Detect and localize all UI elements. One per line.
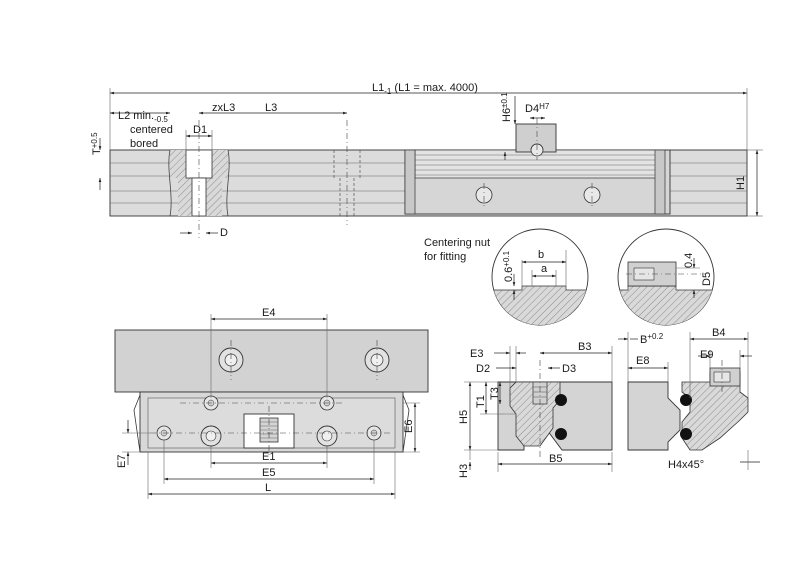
dim-B5-label: B5 bbox=[549, 453, 562, 465]
dim-E9-label: E9 bbox=[700, 349, 713, 361]
top-view-labels: L1-1 (L1 = max. 4000) L2 min.-0.5 center… bbox=[90, 82, 747, 239]
detail-nut-height: 0.4 D5 bbox=[617, 228, 715, 326]
dim-L2-label: L2 min.-0.5 bbox=[118, 110, 168, 124]
centered-text: centered bbox=[130, 124, 173, 136]
end-view-labels: B+0.2 B4 E8 E9 H4x45° bbox=[636, 327, 725, 471]
dim-E6-label: E6 bbox=[403, 420, 415, 433]
section-view-dimensions bbox=[464, 346, 613, 472]
centering-nut-text: Centering nut bbox=[424, 237, 490, 249]
dim-D1-label: D1 bbox=[193, 124, 207, 136]
dim-D5-label: D5 bbox=[701, 272, 713, 286]
dim-D-label: D bbox=[220, 227, 228, 239]
for-fitting-text: for fitting bbox=[424, 251, 466, 263]
dim-E5-label: E5 bbox=[262, 467, 275, 479]
dim-B-label: B+0.2 bbox=[640, 332, 664, 346]
dim-H1-label: H1 bbox=[735, 176, 747, 190]
dim-T1-label: T1 bbox=[475, 395, 487, 408]
dim-H6-label: H6±0.1 bbox=[500, 92, 513, 122]
dim-L-label: L bbox=[265, 482, 271, 494]
front-view-dimensions bbox=[122, 314, 420, 499]
dim-zxL3-label: zxL3 bbox=[212, 102, 235, 114]
dim-B3-label: B3 bbox=[578, 341, 591, 353]
dim-E1-label: E1 bbox=[262, 451, 275, 463]
dim-H5-label: H5 bbox=[458, 410, 470, 424]
dim-D3-label: D3 bbox=[562, 363, 576, 375]
dim-B4-label: B4 bbox=[712, 327, 725, 339]
front-view-labels: E4 E1 E5 L E6 E7 bbox=[116, 307, 415, 494]
carriage-side-view bbox=[404, 118, 671, 215]
dim-T-label: T+0.5 bbox=[90, 132, 103, 155]
dim-06-label: 0.6+0.1 bbox=[502, 250, 515, 282]
section-view-labels: E3 D2 D3 B3 B5 T1 T3 H5 H3 bbox=[458, 341, 591, 478]
dim-E8-label: E8 bbox=[636, 355, 649, 367]
dim-H3-label: H3 bbox=[458, 464, 470, 478]
bored-text: bored bbox=[130, 138, 158, 150]
dim-L1-label: L1-1 (L1 = max. 4000) bbox=[372, 82, 478, 96]
dim-E4-label: E4 bbox=[262, 307, 275, 319]
dim-04-label: 0.4 bbox=[683, 253, 695, 268]
dim-D2-label: D2 bbox=[476, 363, 490, 375]
top-view-dimensions bbox=[98, 88, 763, 235]
carriage-section-view bbox=[497, 360, 613, 460]
end-view-dimensions bbox=[618, 332, 760, 470]
carriage-end-view bbox=[627, 360, 749, 451]
dim-E7-label: E7 bbox=[116, 455, 128, 468]
dim-H4x45-label: H4x45° bbox=[668, 459, 704, 471]
detail-centering-nut: Centering nut for fitting b a 0.6+0.1 bbox=[424, 228, 589, 326]
dim-D4-label: D4H7 bbox=[525, 102, 550, 115]
dim-b-label: b bbox=[538, 249, 544, 261]
dim-T3-label: T3 bbox=[489, 387, 501, 400]
dim-a-label: a bbox=[541, 263, 548, 275]
carriage-front-view bbox=[114, 329, 429, 455]
dim-E3-label: E3 bbox=[470, 348, 483, 360]
dim-L3-label: L3 bbox=[265, 102, 277, 114]
